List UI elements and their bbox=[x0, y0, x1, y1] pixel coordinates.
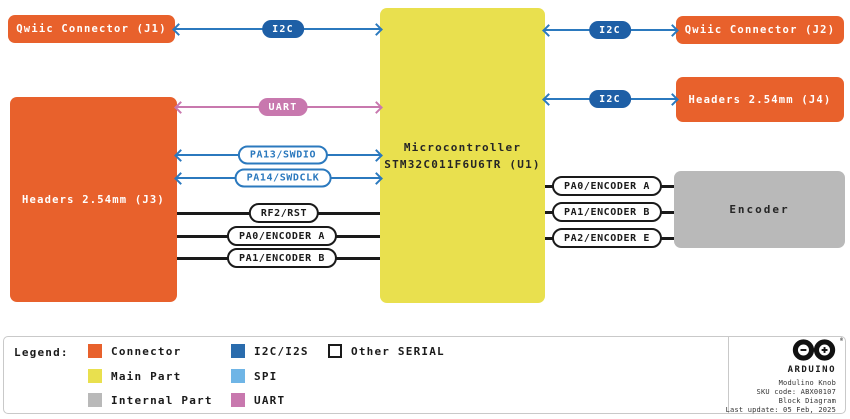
legend-item-main-part: Main Part bbox=[88, 369, 181, 383]
rst-pin-pill: RF2/RST bbox=[248, 203, 320, 223]
legend-item-uart: UART bbox=[231, 393, 285, 407]
internal-part-color-swatch bbox=[88, 393, 102, 407]
product-name: Modulino Knob bbox=[778, 379, 836, 387]
legend-item-i2c-label: I2C/I2S bbox=[254, 344, 309, 358]
arduino-wordmark: ARDUINO bbox=[787, 365, 836, 375]
legend-item-spi: SPI bbox=[231, 369, 277, 383]
headers-j3-block: Headers 2.54mm (J3) bbox=[10, 97, 177, 302]
encoder-b-left-pin-pill: PA1/ENCODER B bbox=[226, 248, 338, 268]
main-part-color-swatch bbox=[88, 369, 102, 383]
legend-item-connector: Connector bbox=[88, 344, 181, 358]
encoder-a-left-pin-pill: PA0/ENCODER A bbox=[226, 226, 338, 246]
other-serial-color-swatch bbox=[328, 344, 342, 358]
headers-j4-block: Headers 2.54mm (J4) bbox=[676, 77, 844, 122]
sku-code: SKU code: ABX00107 bbox=[756, 388, 836, 396]
document-type: Block Diagram bbox=[778, 397, 836, 405]
encoder-e-right-pin-pill: PA2/ENCODER E bbox=[551, 228, 663, 248]
swdclk-pin-pill: PA14/SWDCLK bbox=[234, 168, 332, 188]
i2c-j1-bus-pill: I2C bbox=[262, 20, 304, 38]
encoder-block: Encoder bbox=[674, 171, 845, 248]
legend-item-connector-label: Connector bbox=[111, 344, 182, 358]
legend-item-i2c: I2C/I2S bbox=[231, 344, 309, 358]
uart-color-swatch bbox=[231, 393, 245, 407]
legend-item-other-serial-label: Other SERIAL bbox=[351, 344, 445, 358]
legend-item-uart-label: UART bbox=[254, 393, 286, 407]
i2c-j4-bus-pill: I2C bbox=[589, 90, 631, 108]
qwiic-connector-j1-block: Qwiic Connector (J1) bbox=[8, 15, 175, 43]
microcontroller-label-line1: Microcontroller bbox=[403, 140, 522, 154]
qwiic-connector-j2-block: Qwiic Connector (J2) bbox=[676, 16, 844, 44]
legend-item-main-part-label: Main Part bbox=[111, 369, 182, 383]
uart-bus-pill: UART bbox=[258, 98, 308, 116]
arduino-logo-icon: ® bbox=[790, 337, 843, 361]
spi-color-swatch bbox=[231, 369, 245, 383]
microcontroller-label-line2: STM32C011F6U6TR (U1) bbox=[384, 157, 541, 171]
legend-item-other-serial: Other SERIAL bbox=[328, 344, 445, 358]
legend-item-spi-label: SPI bbox=[254, 369, 278, 383]
swdio-pin-pill: PA13/SWDIO bbox=[237, 145, 329, 165]
legend-divider bbox=[728, 337, 729, 413]
headers-j4-label: Headers 2.54mm (J4) bbox=[688, 93, 832, 106]
i2c-j2-bus-pill: I2C bbox=[589, 21, 631, 39]
encoder-a-right-pin-pill: PA0/ENCODER A bbox=[551, 176, 663, 196]
connector-color-swatch bbox=[88, 344, 102, 358]
qwiic-connector-j1-label: Qwiic Connector (J1) bbox=[16, 23, 167, 35]
legend-title: Legend: bbox=[14, 346, 69, 359]
title-block: ® ARDUINO Modulino Knob SKU code: ABX001… bbox=[724, 337, 843, 415]
legend-panel: Legend: Connector Main Part Internal Par… bbox=[3, 336, 846, 414]
microcontroller-block: Microcontroller STM32C011F6U6TR (U1) bbox=[380, 8, 545, 303]
qwiic-connector-j2-label: Qwiic Connector (J2) bbox=[684, 24, 836, 36]
i2c-color-swatch bbox=[231, 344, 245, 358]
encoder-label: Encoder bbox=[729, 203, 790, 216]
legend-item-internal-part-label: Internal Part bbox=[111, 393, 213, 407]
legend-item-internal-part: Internal Part bbox=[88, 393, 213, 407]
last-update: Last update: 05 Feb, 2025 bbox=[725, 406, 836, 414]
headers-j3-label: Headers 2.54mm (J3) bbox=[22, 193, 165, 206]
encoder-b-right-pin-pill: PA1/ENCODER B bbox=[551, 202, 663, 222]
registered-trademark-symbol: ® bbox=[839, 337, 843, 343]
microcontroller-label: Microcontroller STM32C011F6U6TR (U1) bbox=[384, 139, 540, 173]
